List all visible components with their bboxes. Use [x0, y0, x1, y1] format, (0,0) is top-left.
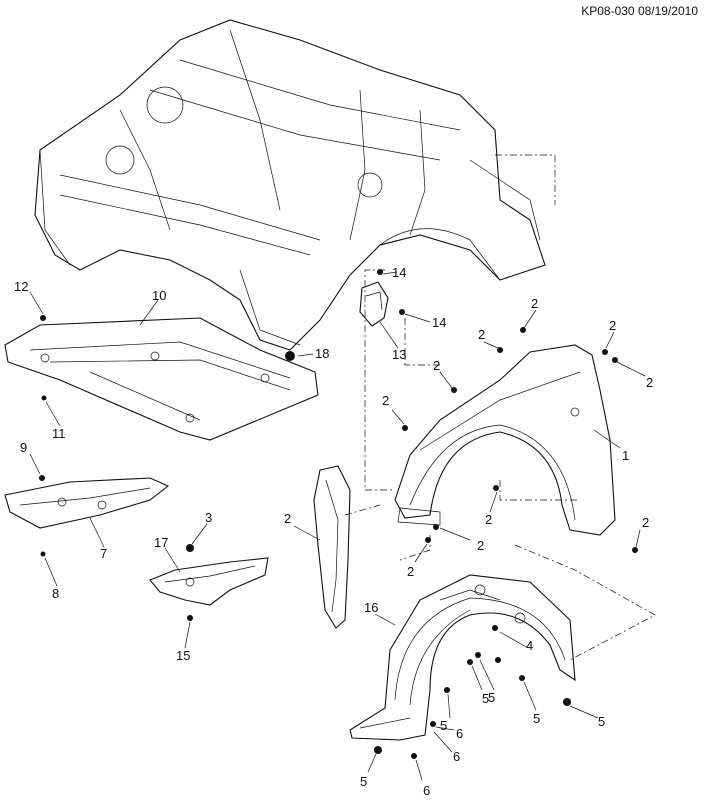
callout-2: 2	[609, 318, 616, 333]
diagram-code: KP08-030 08/19/2010	[581, 4, 698, 18]
callout-3: 2	[284, 511, 291, 526]
callout-8: 8	[52, 586, 59, 601]
callout-5: 5	[360, 774, 367, 789]
callout-18: 18	[315, 346, 329, 361]
callout-2: 2	[646, 375, 653, 390]
callout-5: 5	[440, 718, 447, 733]
callout-14-lower: 14	[432, 315, 446, 330]
leader-lines	[29, 271, 646, 781]
callout-9: 9	[20, 440, 27, 455]
callout-12: 12	[14, 279, 28, 294]
callout-2: 2	[642, 515, 649, 530]
callout-2: 2	[531, 296, 538, 311]
bracket-13	[359, 281, 389, 327]
callout-5: 5	[598, 714, 605, 729]
callout-5: 5	[533, 711, 540, 726]
callout-10: 10	[152, 288, 166, 303]
callout-13: 13	[392, 347, 406, 362]
callout-7: 7	[100, 546, 107, 561]
callout-6: 5	[482, 691, 489, 706]
front-body-structure	[34, 19, 546, 351]
fender-1	[394, 344, 616, 536]
callout-2: 2	[478, 327, 485, 342]
callout-14-upper: 14	[392, 265, 406, 280]
callout-17: 3	[205, 510, 212, 525]
callouts: 12 10 11 9 7 8 14 14 13 18 2 2 2 2 2 2 1…	[14, 265, 653, 798]
callout-4: 16	[364, 600, 378, 615]
fasteners	[39, 269, 638, 759]
exploded-lines	[344, 154, 656, 661]
callout-1: 1	[622, 448, 629, 463]
callout-16: 15	[176, 648, 190, 663]
callout-2: 2	[433, 358, 440, 373]
callout-2: 2	[407, 564, 414, 579]
wheelhouse-liner-4	[349, 574, 576, 741]
callout-6: 6	[456, 726, 463, 741]
callout-6: 6	[423, 783, 430, 798]
callout-15: 17	[154, 535, 168, 550]
splash-shield-10	[4, 317, 319, 441]
callout-2: 2	[382, 393, 389, 408]
callout-6: 6	[453, 749, 460, 764]
callout-5: 5	[488, 690, 495, 705]
callout-5: 4	[526, 638, 533, 653]
bracket-15	[149, 557, 269, 606]
callout-11: 11	[52, 426, 66, 441]
deflector-7	[4, 477, 170, 529]
deflector-3	[313, 465, 351, 629]
callout-2: 2	[477, 538, 484, 553]
callout-2: 2	[485, 512, 492, 527]
